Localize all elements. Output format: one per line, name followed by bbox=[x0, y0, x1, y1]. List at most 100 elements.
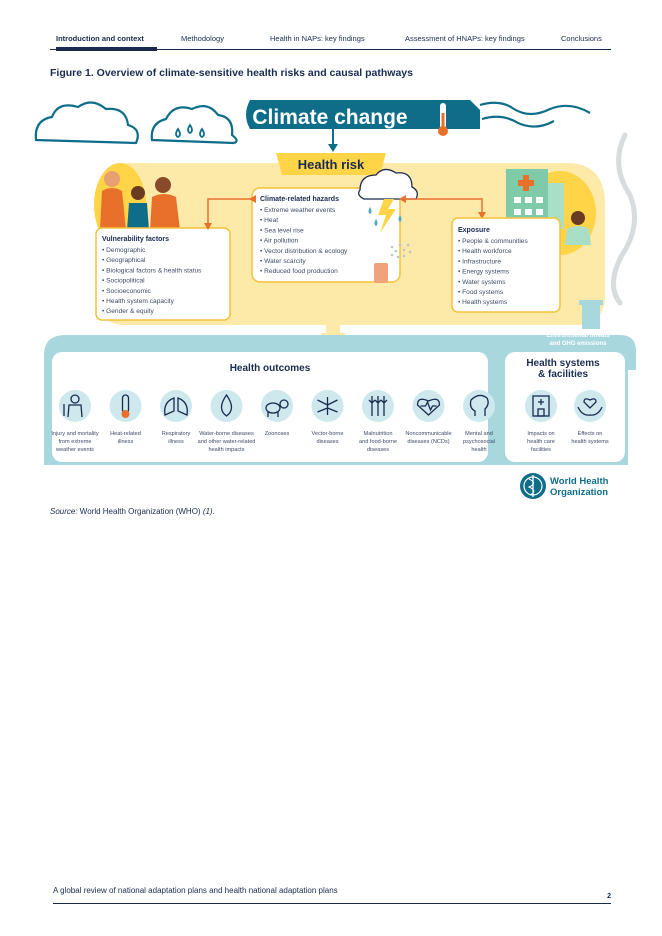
lungs-icon bbox=[160, 390, 192, 422]
climate-health-diagram: Climate change Health risk Vulnerability… bbox=[34, 100, 637, 499]
outcomes-label: diseases bbox=[367, 447, 389, 453]
vulnerability-title: Vulnerability factors bbox=[102, 236, 169, 243]
systems-label: Effects on bbox=[578, 431, 603, 437]
care-hands-icon bbox=[574, 390, 606, 422]
health-risk-label: Health risk bbox=[298, 157, 365, 172]
vulnerability-item: • Gender & equity bbox=[102, 308, 154, 315]
vulnerability-item: • Health system capacity bbox=[102, 298, 175, 305]
outcomes-label: from extreme bbox=[59, 439, 92, 445]
hazards-item: • Air pollution bbox=[260, 238, 299, 245]
hazards-item: • Sea level rise bbox=[260, 227, 304, 234]
footer-title: A global review of national adaptation p… bbox=[53, 886, 338, 895]
exposure-item: • Health workforce bbox=[458, 248, 512, 255]
tab-methodology[interactable]: Methodology bbox=[181, 34, 224, 43]
exposure-item: • Health systems bbox=[458, 299, 508, 306]
animals-icon bbox=[261, 390, 293, 422]
hazard-exposure-arrow bbox=[402, 198, 483, 215]
vulnerability-factors: Vulnerability factors • Demographic • Geog… bbox=[102, 236, 202, 315]
outcomes-label: Zoonoses bbox=[265, 431, 290, 437]
hazards-item: • Water scarcity bbox=[260, 258, 306, 265]
systems-label: Impacts on bbox=[527, 431, 554, 437]
source-ref[interactable]: (1) bbox=[202, 507, 213, 516]
page-number: 2 bbox=[607, 893, 611, 900]
climate-change-banner bbox=[246, 100, 480, 129]
exposure-item: • Infrastructure bbox=[458, 258, 501, 265]
water-drop-icon bbox=[210, 390, 243, 422]
env-threats-label-2: and GHG emissions bbox=[549, 341, 607, 347]
hazards-item: • Reduced food production bbox=[260, 268, 338, 275]
wheat-icon bbox=[362, 390, 394, 422]
outcomes-label: weather events bbox=[55, 447, 94, 453]
who-logo: World Health Organization bbox=[520, 473, 609, 499]
outcomes-label: Noncommunicable bbox=[405, 431, 451, 437]
health-systems: Impacts on health care facilities Effects o… bbox=[525, 390, 609, 453]
vulnerability-item: • Sociopolitical bbox=[102, 278, 145, 285]
outcomes-label: Malnutrition bbox=[364, 431, 393, 437]
hazard-vulnerability-arrow bbox=[207, 198, 252, 227]
rain-drops-icon bbox=[175, 123, 205, 139]
outcomes-label: health impacts bbox=[208, 447, 244, 453]
source-end: . bbox=[212, 507, 215, 516]
hazards-item: • Extreme weather events bbox=[260, 207, 336, 214]
outcomes-label: Respiratory bbox=[162, 431, 191, 437]
exposure-item: • Food systems bbox=[458, 289, 504, 296]
wave-icon bbox=[479, 101, 591, 128]
people-icon bbox=[94, 163, 180, 247]
hazards-item: • Vector distribution & ecology bbox=[260, 248, 348, 255]
heart-icon bbox=[412, 390, 445, 422]
outcomes-label: illness bbox=[168, 439, 184, 445]
outcomes-label: Heat-related bbox=[110, 431, 141, 437]
who-logo-line-2: Organization bbox=[550, 487, 608, 498]
source-label: Source: bbox=[50, 507, 78, 516]
figure-source: Source: World Health Organization (WHO) … bbox=[50, 507, 215, 516]
systems-label: health care bbox=[527, 439, 555, 445]
health-systems-title-1: Health systems bbox=[526, 358, 600, 369]
outcomes-label: health bbox=[471, 447, 486, 453]
page-footer: A global review of national adaptation p… bbox=[53, 886, 611, 904]
vulnerability-item: • Biological factors & health status bbox=[102, 267, 202, 274]
exposure-title: Exposure bbox=[458, 227, 490, 234]
tab-assessment-hnaps[interactable]: Assessment of HNAPs: key findings bbox=[405, 34, 525, 43]
systems-label: facilities bbox=[531, 447, 551, 453]
outcomes-label: and food-borne bbox=[359, 439, 397, 445]
tab-conclusions[interactable]: Conclusions bbox=[561, 34, 602, 43]
outcomes-label: psychosocial bbox=[463, 439, 495, 445]
storm-cloud-icon bbox=[358, 168, 418, 233]
head-icon bbox=[463, 390, 495, 422]
exposure-item: • Energy systems bbox=[458, 269, 510, 276]
outcomes-label: diseases bbox=[316, 439, 338, 445]
thermometer-icon bbox=[109, 390, 142, 422]
who-logo-line-1: World Health bbox=[550, 476, 609, 487]
hospital-icon bbox=[525, 390, 557, 422]
vulnerability-item: • Socioeconomic bbox=[102, 288, 152, 295]
vulnerability-item: • Geographical bbox=[102, 257, 146, 264]
outcomes-label: Water-borne diseases bbox=[199, 431, 254, 437]
outcomes-label: Injury and mortality bbox=[51, 431, 98, 437]
health-systems-title-2: & facilities bbox=[538, 369, 588, 380]
systems-label: health systems bbox=[571, 439, 609, 445]
injury-icon bbox=[59, 390, 91, 422]
mosquito-icon bbox=[311, 390, 344, 422]
env-threats-label-1: Environmental threats bbox=[546, 333, 610, 339]
outcomes-label: Mental and bbox=[465, 431, 493, 437]
health-outcomes-title: Health outcomes bbox=[230, 363, 311, 374]
thermometer-icon bbox=[438, 103, 448, 136]
vulnerability-item: • Demographic bbox=[102, 247, 146, 254]
exposure-item: • Water systems bbox=[458, 279, 506, 286]
exposure: Exposure • People & communities • Health w… bbox=[458, 227, 528, 306]
cloud-icon bbox=[34, 101, 238, 145]
outcomes-label: Vector-borne bbox=[311, 431, 343, 437]
outcomes-label: illness bbox=[118, 439, 134, 445]
source-text: World Health Organization (WHO) bbox=[77, 507, 203, 516]
smoke-icon bbox=[611, 132, 637, 306]
hazards-title: Climate-related hazards bbox=[260, 196, 339, 203]
climate-related-hazards: Climate-related hazards • Extreme weather… bbox=[260, 196, 348, 275]
tab-introduction[interactable]: Introduction and context bbox=[56, 30, 157, 51]
outcomes-label: diseases (NCDs) bbox=[407, 439, 449, 445]
outcomes-label: and other water-related bbox=[198, 439, 256, 445]
factory-icon bbox=[374, 243, 412, 283]
tab-health-in-naps[interactable]: Health in NAPs: key findings bbox=[270, 34, 365, 43]
figure-title: Figure 1. Overview of climate-sensitive … bbox=[50, 67, 413, 79]
exposure-item: • People & communities bbox=[458, 238, 528, 245]
top-navigation: Introduction and context Methodology Hea… bbox=[50, 30, 611, 51]
